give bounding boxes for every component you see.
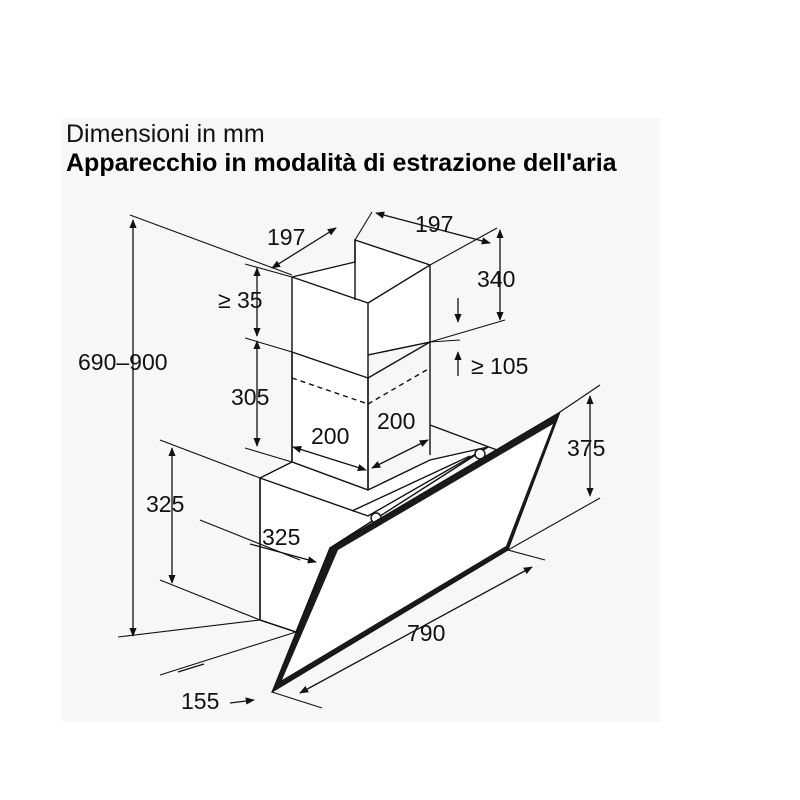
label-base-left: 200: [311, 423, 349, 449]
units-subtitle: Dimensioni in mm: [66, 120, 265, 148]
dimension-arrows: [129, 211, 594, 705]
label-panel-width: 790: [407, 620, 445, 646]
label-overall-height: 690–900: [78, 349, 168, 375]
label-panel-height: 375: [567, 435, 605, 461]
upper-chimney: [291, 239, 431, 492]
lower-chimney: [291, 341, 431, 490]
label-upper-height: 340: [477, 266, 515, 292]
label-min-gap-bottom: ≥ 105: [471, 353, 528, 379]
label-lower-chimney: 305: [231, 384, 269, 410]
label-chimney-depth: 197: [267, 224, 305, 250]
label-min-gap-top: ≥ 35: [218, 287, 263, 313]
label-chimney-width: 197: [415, 211, 453, 237]
label-body-depth: 325: [262, 524, 300, 550]
label-body-height: 325: [146, 491, 184, 517]
diagram-title: Apparecchio in modalità di estrazione de…: [66, 149, 617, 177]
label-bottom-depth: 155: [181, 688, 219, 714]
label-base-right: 200: [377, 408, 415, 434]
